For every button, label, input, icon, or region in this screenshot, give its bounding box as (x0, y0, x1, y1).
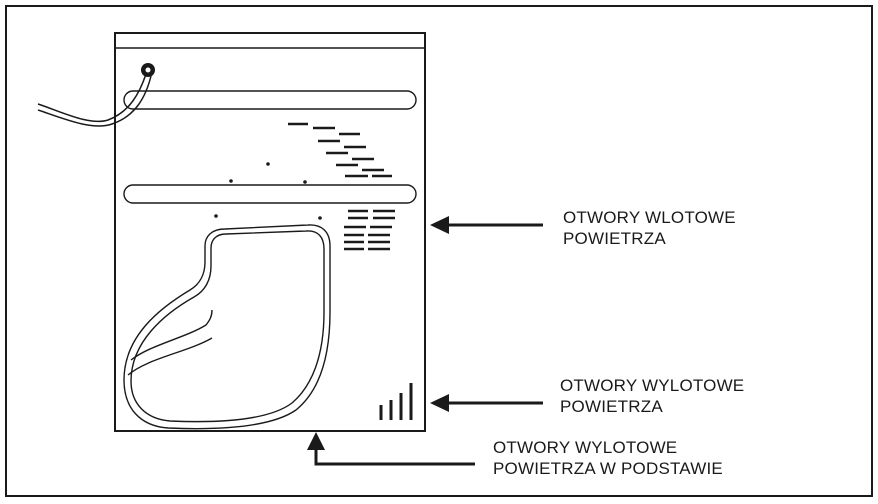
outlet-label: OTWORY WYLOTOWE POWIETRZA (560, 375, 744, 417)
upper-louver-slots (288, 122, 392, 178)
appliance-body (114, 32, 426, 432)
outlet-label-line1: OTWORY WYLOTOWE (560, 376, 745, 395)
middle-rail (123, 184, 417, 204)
screw-dots (214, 162, 322, 220)
base-outlet-label: OTWORY WYLOTOWE POWIETRZA W PODSTAWIE (493, 437, 723, 479)
inlet-label: OTWORY WLOTOWE POWIETRZA (563, 207, 736, 249)
base-outlet-label-line1: OTWORY WYLOTOWE (493, 438, 678, 457)
rear-cover-panel (123, 224, 331, 430)
outlet-arrow (430, 394, 543, 412)
power-cord-cable (37, 73, 147, 123)
outlet-slots (379, 383, 413, 420)
base-outlet-arrow (307, 432, 475, 466)
upper-rail (123, 90, 417, 110)
inlet-slots (344, 209, 395, 251)
outer-frame (5, 5, 873, 497)
power-cord (37, 63, 155, 127)
base-outlet-label-line2: POWIETRZA W PODSTAWIE (493, 459, 723, 478)
outlet-label-line2: POWIETRZA (560, 397, 663, 416)
inlet-arrow (430, 216, 543, 234)
inlet-label-line1: OTWORY WLOTOWE (563, 208, 736, 227)
appliance-outline (114, 32, 426, 432)
inlet-label-line2: POWIETRZA (563, 229, 666, 248)
